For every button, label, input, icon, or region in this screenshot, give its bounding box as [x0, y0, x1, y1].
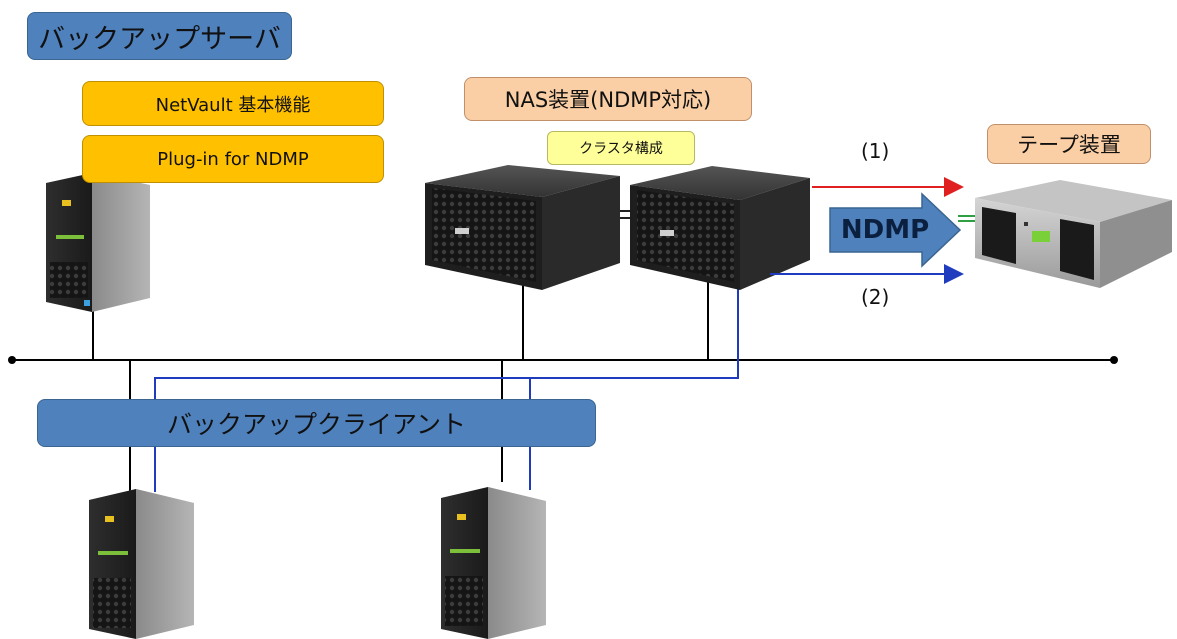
ndmp-label: NDMP [840, 215, 930, 245]
software-plugin-ndmp: Plug-in for NDMP [82, 135, 384, 183]
backup-server-title: バックアップサーバ [27, 12, 292, 60]
lan-bus [8, 356, 1118, 364]
cluster-label: クラスタ構成 [547, 131, 695, 165]
nas-title: NAS装置(NDMP対応) [464, 77, 752, 121]
client-server-icon-2 [441, 487, 546, 639]
path-1-label: (1) [861, 139, 890, 163]
tape-library-icon [975, 180, 1172, 288]
lan-connections [92, 278, 709, 500]
path-2-label: (2) [861, 285, 890, 309]
data-path-2-network [154, 282, 739, 492]
client-server-icon-1 [89, 489, 194, 639]
nas-unit-1-icon [425, 165, 620, 290]
backup-client-title: バックアップクライアント [37, 399, 596, 447]
ndmp-arrow-shape [829, 192, 962, 268]
nas-unit-2-icon [630, 166, 810, 290]
backup-server-icon [46, 173, 150, 312]
software-netvault-base: NetVault 基本機能 [82, 81, 384, 126]
tape-title: テープ装置 [987, 124, 1151, 164]
